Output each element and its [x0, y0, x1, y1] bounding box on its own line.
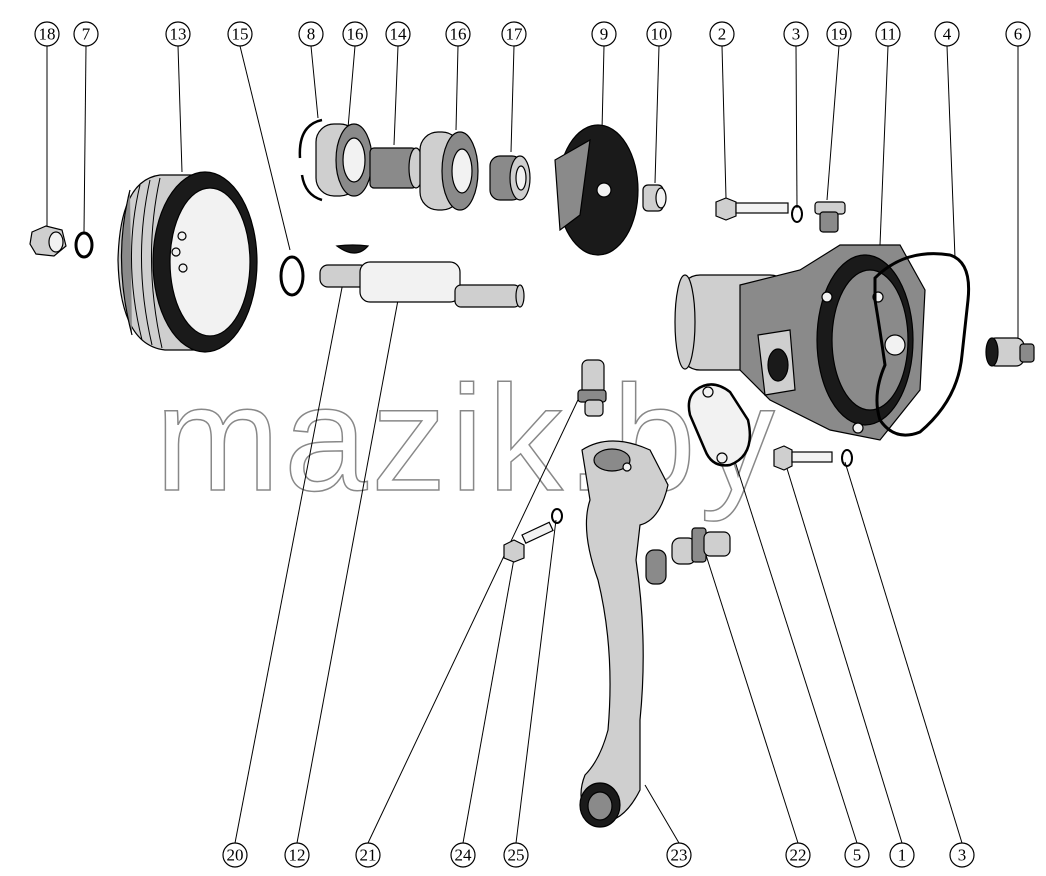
callout-4: 4: [934, 21, 960, 47]
callout-23: 23: [666, 842, 692, 868]
part-14-spacer: [369, 147, 424, 189]
svg-text:24: 24: [455, 846, 473, 865]
part-13-pulley: [117, 171, 258, 353]
svg-text:10: 10: [651, 25, 668, 44]
svg-text:16: 16: [347, 25, 364, 44]
part-19-plug: [814, 201, 846, 233]
svg-text:11: 11: [880, 25, 896, 44]
callout-3a: 3: [783, 21, 809, 47]
callout-25: 25: [503, 842, 529, 868]
svg-text:22: 22: [790, 846, 807, 865]
part-8-circlip: [298, 118, 323, 202]
part-24-bolt: [503, 521, 554, 563]
part-23-pipe: [579, 440, 669, 828]
svg-text:13: 13: [170, 25, 187, 44]
part-1-bolt: [773, 445, 833, 471]
part-15-ring: [279, 255, 305, 297]
svg-text:8: 8: [307, 25, 316, 44]
part-17-seal: [489, 155, 531, 201]
svg-text:20: 20: [227, 846, 244, 865]
callout-20: 20: [222, 842, 248, 868]
callout-22: 22: [785, 842, 811, 868]
watermark: mazik.by: [155, 354, 779, 522]
part-7-washer: [74, 231, 94, 259]
svg-text:15: 15: [232, 25, 249, 44]
svg-text:21: 21: [360, 846, 377, 865]
svg-text:17: 17: [506, 25, 524, 44]
svg-text:6: 6: [1014, 25, 1023, 44]
callout-17: 17: [501, 21, 527, 47]
part-25-washer: [551, 508, 563, 524]
callouts-bottom: 20 12 21 24 25 23 22 5 1 3: [222, 842, 975, 868]
part-16b-bearing: [419, 131, 479, 211]
part-9-impeller: [554, 124, 639, 256]
svg-text:3: 3: [792, 25, 801, 44]
callout-7: 7: [73, 21, 99, 47]
part-16a-bearing: [315, 123, 373, 197]
callout-21: 21: [355, 842, 381, 868]
part-4-gasket: [873, 252, 971, 437]
callout-6: 6: [1005, 21, 1031, 47]
part-20-key: [335, 244, 370, 254]
part-22-nipple: [671, 527, 731, 565]
svg-text:19: 19: [831, 25, 848, 44]
part-3b-washer: [841, 449, 853, 467]
callout-8: 8: [298, 21, 324, 47]
svg-text:14: 14: [390, 25, 408, 44]
svg-text:2: 2: [718, 25, 727, 44]
callout-19: 19: [826, 21, 852, 47]
callouts-top: 18 7 13 15 8 16 14 16 17 9 10 2 3 19 11 …: [34, 21, 1031, 47]
part-6-fitting: [985, 337, 1035, 367]
callout-15: 15: [227, 21, 253, 47]
svg-text:25: 25: [508, 846, 525, 865]
svg-text:3: 3: [958, 846, 967, 865]
callout-16a: 16: [342, 21, 368, 47]
part-2-bolt: [715, 197, 789, 221]
callout-12: 12: [284, 842, 310, 868]
svg-text:18: 18: [39, 25, 56, 44]
callout-9: 9: [591, 21, 617, 47]
part-12-shaft: [319, 261, 525, 308]
callout-14: 14: [385, 21, 411, 47]
leader-lines: [46, 45, 1019, 844]
svg-text:1: 1: [898, 846, 907, 865]
part-21-nipple: [577, 359, 607, 417]
svg-text:9: 9: [600, 25, 609, 44]
svg-text:12: 12: [289, 846, 306, 865]
part-10-bushing: [642, 184, 667, 212]
svg-text:5: 5: [853, 846, 862, 865]
callout-18: 18: [34, 21, 60, 47]
callout-10: 10: [646, 21, 672, 47]
callout-3b: 3: [949, 842, 975, 868]
part-18-nut: [29, 225, 67, 257]
callout-5: 5: [844, 842, 870, 868]
callout-1: 1: [889, 842, 915, 868]
svg-text:7: 7: [82, 25, 91, 44]
svg-text:16: 16: [450, 25, 467, 44]
callout-24: 24: [450, 842, 476, 868]
callout-13: 13: [165, 21, 191, 47]
part-5-gasket: [687, 383, 752, 467]
svg-text:4: 4: [943, 25, 952, 44]
callout-11: 11: [875, 21, 901, 47]
callout-2: 2: [709, 21, 735, 47]
callout-16b: 16: [445, 21, 471, 47]
svg-text:23: 23: [671, 846, 688, 865]
part-3a-washer: [791, 205, 803, 223]
